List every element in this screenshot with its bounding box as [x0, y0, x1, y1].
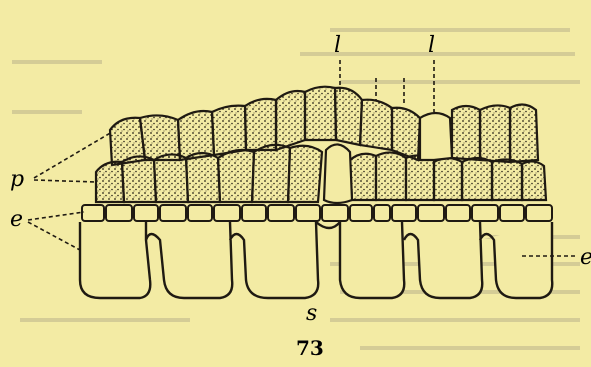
basement-cell	[82, 205, 104, 221]
label-s: s	[306, 301, 317, 326]
upper-cell-layer	[110, 87, 538, 165]
basement-cell	[418, 205, 444, 221]
label-e-left: e	[10, 207, 23, 232]
basement-cell	[374, 205, 390, 221]
basement-cell	[500, 205, 524, 221]
basement-cell-row	[82, 205, 552, 221]
basement-cell	[160, 205, 186, 221]
label-l-right: l	[428, 33, 435, 58]
label-e-right: e	[580, 245, 591, 270]
basement-cell	[296, 205, 320, 221]
basement-cell	[446, 205, 470, 221]
basement-cell	[214, 205, 240, 221]
basement-cell	[322, 205, 348, 221]
basement-cell	[472, 205, 498, 221]
basement-cell	[106, 205, 132, 221]
basement-cell	[392, 205, 416, 221]
basement-cell	[134, 205, 158, 221]
label-l-left: l	[334, 33, 341, 58]
label-p: p	[10, 167, 24, 192]
basement-cell	[188, 205, 212, 221]
basement-cell	[526, 205, 552, 221]
figure-number: 73	[296, 336, 324, 360]
large-cell-row	[80, 222, 552, 298]
basement-cell	[268, 205, 294, 221]
basement-cell	[350, 205, 372, 221]
basement-cell	[242, 205, 266, 221]
